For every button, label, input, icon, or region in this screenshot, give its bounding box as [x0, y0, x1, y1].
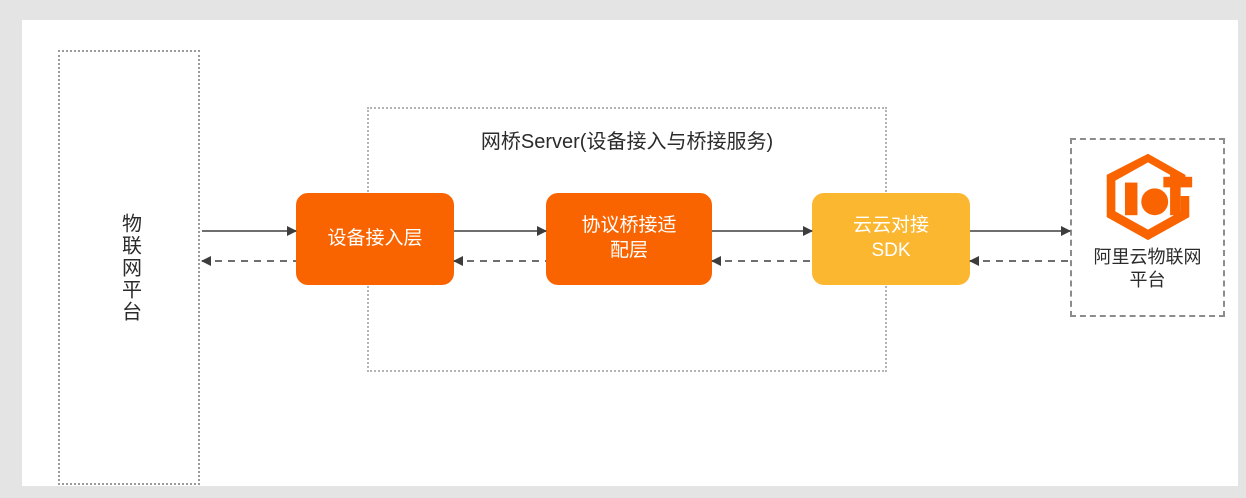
- bridge-server-title: 网桥Server(设备接入与桥接服务): [480, 131, 774, 153]
- arrow-uplink-platform-to-access: [202, 226, 297, 236]
- arrow-downlink-access-to-platform: [201, 256, 296, 266]
- diagram-canvas: 物联网平台 网桥Server(设备接入与桥接服务) 设备接入层 协议桥接适 配层…: [22, 20, 1238, 486]
- block-cloud-to-cloud-sdk[interactable]: 云云对接 SDK: [812, 193, 970, 285]
- aliyun-iot-platform-label: 阿里云物联网 平台: [1093, 247, 1202, 290]
- arrow-uplink-access-to-adapter: [454, 226, 547, 236]
- aliyun-iot-platform-box: 阿里云物联网 平台: [1070, 138, 1225, 317]
- arrow-downlink-adapter-to-access: [453, 256, 546, 266]
- block-device-access-layer[interactable]: 设备接入层: [296, 193, 454, 285]
- block-protocol-bridge-adapter-layer[interactable]: 协议桥接适 配层: [546, 193, 712, 285]
- arrow-downlink-cloud-to-sdk: [969, 256, 1070, 266]
- arrow-uplink-sdk-to-cloud: [970, 226, 1071, 236]
- arrow-downlink-sdk-to-adapter: [711, 256, 812, 266]
- iot-platform-label: 物联网平台: [118, 212, 141, 323]
- iot-platform-box: 物联网平台: [58, 50, 200, 485]
- aliyun-iot-logo-icon: [1106, 153, 1192, 241]
- arrow-uplink-adapter-to-sdk: [712, 226, 813, 236]
